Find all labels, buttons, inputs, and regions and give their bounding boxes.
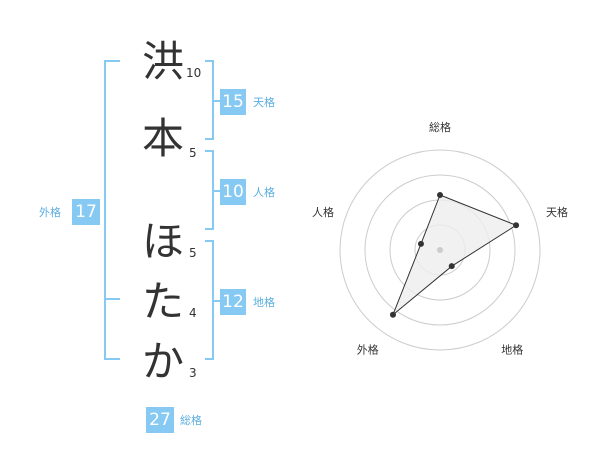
soukaku-value-badge: 27 [146, 407, 174, 433]
radar-point-2 [513, 222, 520, 229]
stroke-count-3: 5 [189, 246, 197, 260]
radar-point-1 [437, 192, 443, 198]
radar-axis-label-4: 外格 [357, 343, 379, 357]
chikaku-bracket-tick [212, 300, 220, 302]
jinkaku-bracket-top [205, 150, 214, 152]
radar-center-dot [437, 247, 443, 253]
name-char-5: か [141, 337, 184, 386]
name-char-4: た [141, 277, 184, 326]
jinkaku-bracket-tick [212, 190, 220, 192]
gaikaku-value-badge: 17 [72, 199, 100, 225]
soukaku-label: 総格 [180, 414, 202, 427]
stroke-count-2: 5 [189, 146, 197, 160]
radar-axis-label-2: 天格 [546, 205, 568, 219]
chikaku-label: 地格 [253, 296, 275, 309]
name-char-2: 本 [141, 114, 184, 163]
tenkaku-bracket-top [205, 60, 214, 62]
gaikaku-bracket-top [104, 60, 120, 62]
gaikaku-bracket-middle [104, 298, 120, 300]
stroke-count-1: 10 [186, 66, 202, 80]
stroke-count-5: 3 [189, 366, 197, 380]
radar-grid-ring [339, 149, 541, 351]
radar-point-3 [448, 263, 455, 270]
name-char-1: 洪 [141, 37, 184, 86]
tenkaku-label: 天格 [253, 96, 275, 109]
gaikaku-bracket-vertical [104, 60, 106, 360]
jinkaku-bracket-bottom [205, 228, 214, 230]
tenkaku-bracket-tick [212, 100, 220, 102]
chikaku-bracket-top [205, 240, 214, 242]
radar-axis-label-5: 人格 [312, 205, 334, 219]
radar-axis-label-3: 地格 [501, 343, 523, 357]
radar-series-polygon [392, 194, 518, 316]
name-char-3: ほ [141, 217, 184, 266]
jinkaku-value-badge: 10 [220, 179, 246, 205]
gaikaku-bracket-bottom [104, 358, 120, 360]
chikaku-bracket-bottom [205, 358, 214, 360]
jinkaku-label: 人格 [253, 186, 275, 199]
chikaku-value-badge: 12 [220, 289, 246, 315]
radar-point-5 [417, 240, 424, 247]
tenkaku-value-badge: 15 [220, 89, 246, 115]
radar-grid-ring [364, 174, 516, 326]
tenkaku-bracket-bottom [205, 138, 214, 140]
stroke-count-4: 4 [189, 306, 197, 320]
radar-axis-label-1: 総格 [429, 120, 451, 134]
radar-point-4 [389, 311, 396, 318]
gaikaku-label: 外格 [39, 206, 61, 219]
